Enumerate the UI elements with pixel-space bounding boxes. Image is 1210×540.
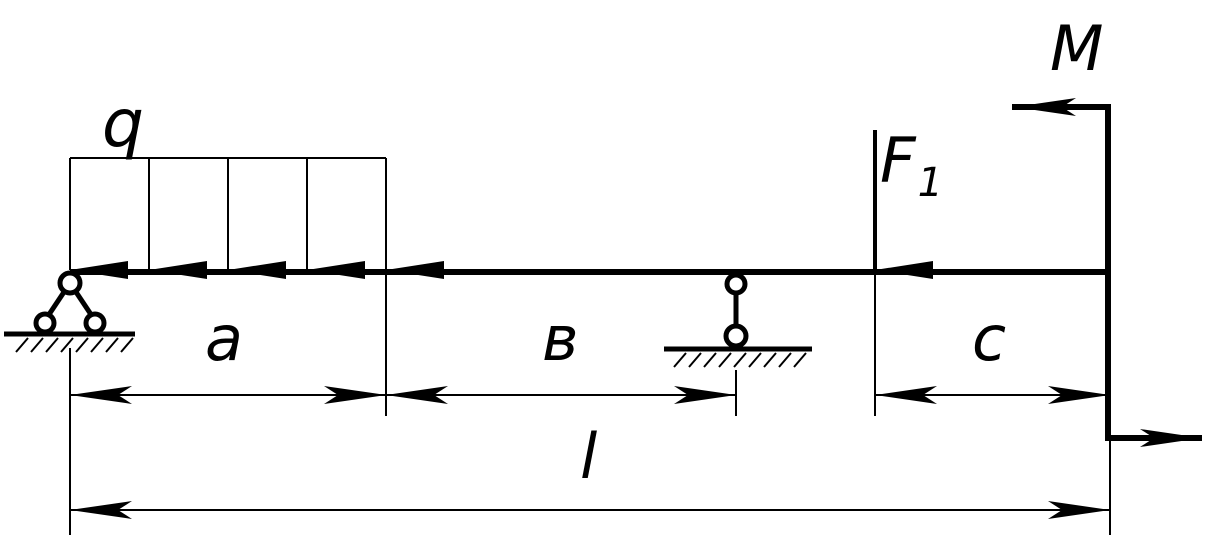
label-f1: F1: [880, 124, 943, 206]
label-a: a: [205, 302, 243, 375]
label-f-subscript: 1: [918, 160, 943, 206]
label-f: F: [880, 124, 917, 197]
moment-m: [1012, 98, 1202, 447]
pinned-support: [4, 270, 135, 353]
label-q: q: [102, 85, 144, 162]
label-b: в: [542, 302, 579, 375]
roller-support: [664, 272, 812, 368]
label-c: c: [972, 302, 1006, 375]
label-l: l: [580, 420, 597, 493]
distributed-load: [69, 157, 444, 279]
label-m: M: [1050, 12, 1104, 85]
